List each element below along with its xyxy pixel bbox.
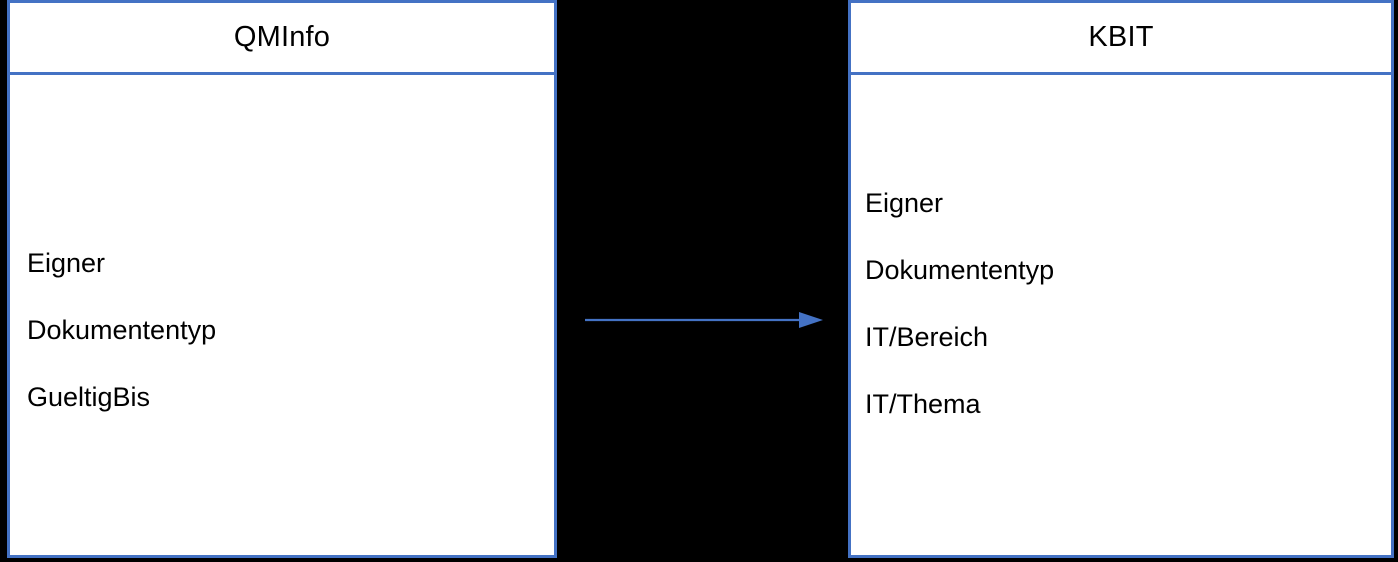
- field-item: Eigner: [27, 248, 106, 278]
- middle-band: [557, 0, 848, 562]
- field-list-qminfo: Eigner Dokumententyp GueltigBis: [10, 243, 554, 444]
- frame-edge-left: [0, 0, 7, 562]
- arrow-right-icon: [585, 312, 823, 328]
- field-list-kbit: Eigner Dokumententyp IT/Bereich IT/Thema: [851, 183, 1391, 451]
- panel-kbit-title: KBIT: [1088, 21, 1154, 53]
- frame-edge-right: [1394, 0, 1398, 562]
- field-item: GueltigBis: [27, 382, 151, 412]
- panel-qminfo-title: QMInfo: [233, 21, 331, 53]
- field-item: IT/Thema: [865, 389, 981, 419]
- field-item: IT/Bereich: [865, 322, 989, 352]
- field-item: Eigner: [865, 188, 944, 218]
- panel-qminfo: QMInfo Eigner Dokumententyp GueltigBis: [7, 0, 557, 558]
- panel-kbit: KBIT Eigner Dokumententyp IT/Bereich IT/…: [848, 0, 1394, 558]
- panel-kbit-header: KBIT: [851, 3, 1391, 75]
- panel-qminfo-header: QMInfo: [10, 3, 554, 75]
- field-item: Dokumententyp: [27, 315, 217, 345]
- field-item: Dokumententyp: [865, 255, 1055, 285]
